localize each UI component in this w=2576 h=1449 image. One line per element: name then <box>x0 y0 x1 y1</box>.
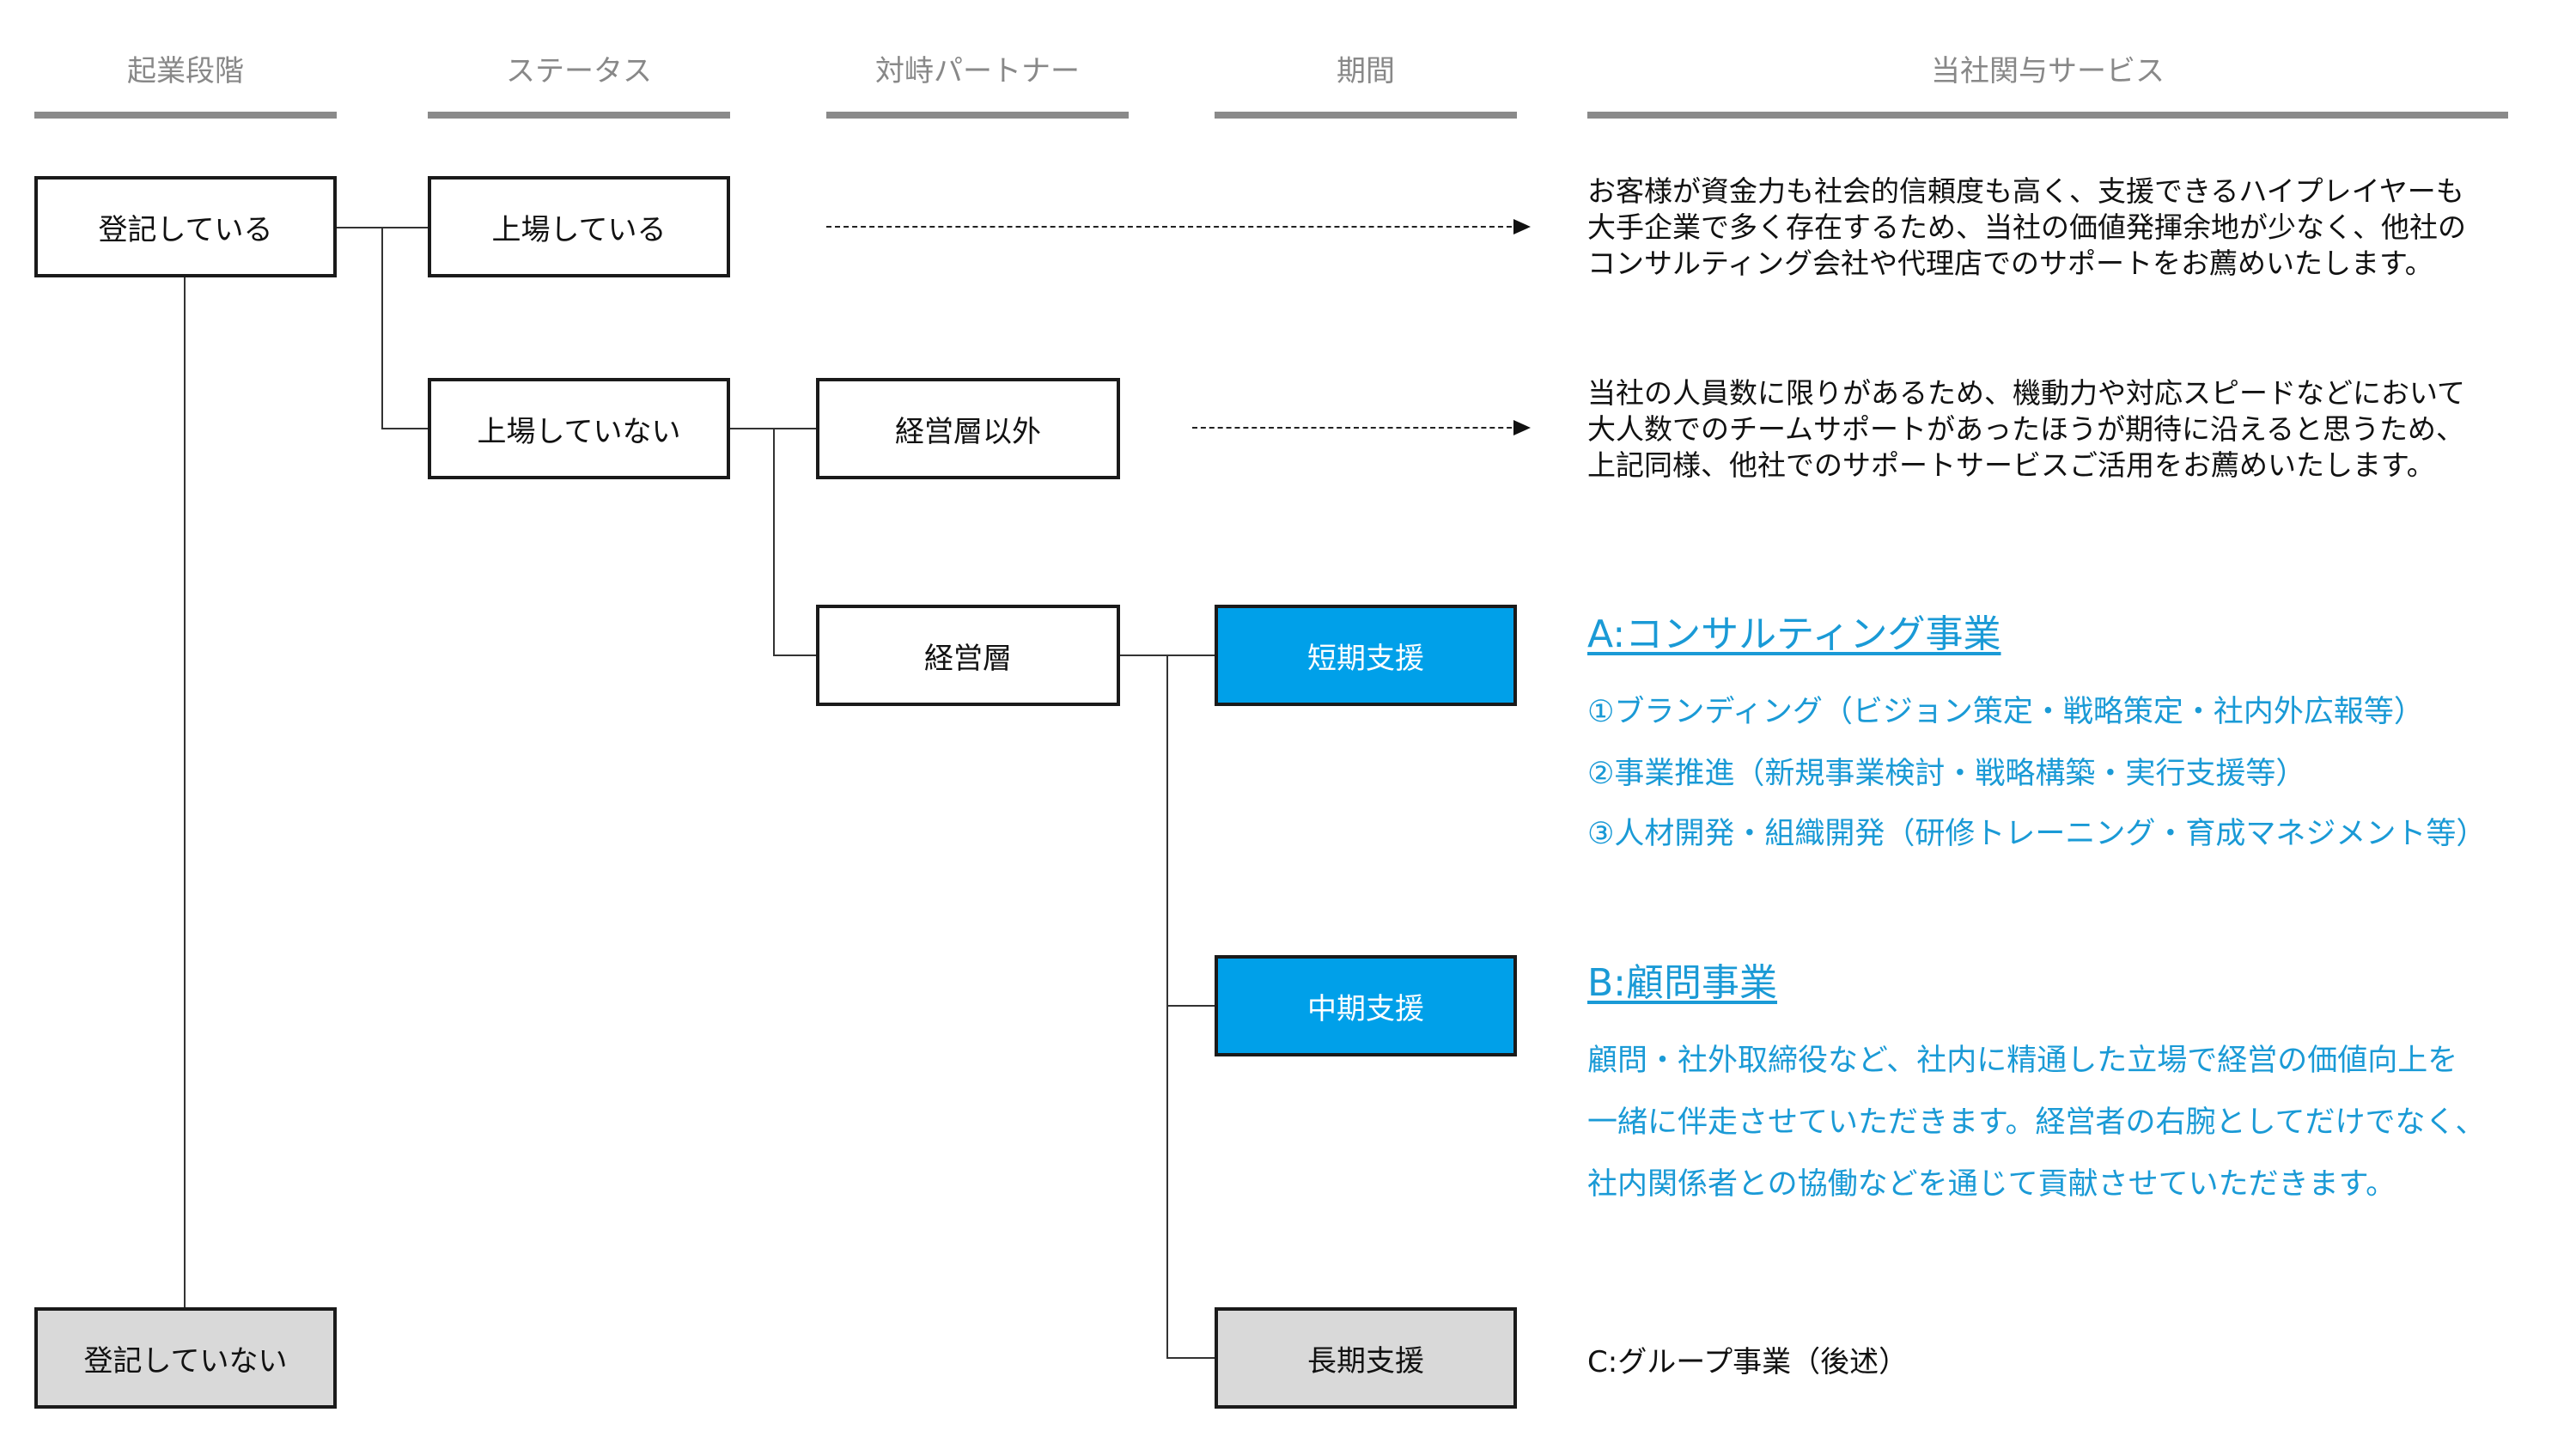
service-c-title: C:グループ事業（後述） <box>1587 1345 1909 1379</box>
box-short-term-label: 短期支援 <box>1307 641 1424 676</box>
header-stage: 起業段階 <box>34 50 337 119</box>
header-period: 期間 <box>1215 50 1517 119</box>
box-not-registered-label: 登記していない <box>83 1343 288 1379</box>
box-management: 経営層 <box>816 605 1120 706</box>
description-line: 上記同様、他社でのサポートサービスご活用をお薦めいたします。 <box>1587 448 2435 482</box>
box-registered: 登記している <box>34 176 337 277</box>
arrow-non-management-dashed <box>1192 427 1520 429</box>
connector-status-vertical <box>381 227 383 429</box>
service-b-line: 一緒に伴走させていただきます。経営者の右腕としてだけでなく、 <box>1587 1105 2486 1140</box>
description-line: コンサルティング会社や代理店でのサポートをお薦めいたします。 <box>1587 247 2433 280</box>
description-line: 大手企業で多く存在するため、当社の価値発揮余地が少なく、他社の <box>1587 210 2466 244</box>
box-mid-term: 中期支援 <box>1215 955 1517 1056</box>
box-listed: 上場している <box>428 176 730 277</box>
service-b-line: 社内関係者との協働などを通じて貢献させていただきます。 <box>1587 1167 2396 1202</box>
box-not-listed-label: 上場していない <box>477 414 681 449</box>
box-long-term: 長期支援 <box>1215 1307 1517 1409</box>
service-a-item: ③人材開発・組織開発（研修トレーニング・育成マネジメント等） <box>1587 817 2487 851</box>
box-not-listed: 上場していない <box>428 378 730 479</box>
box-management-label: 経営層 <box>924 641 1012 676</box>
service-b-line: 顧問・社外取締役など、社内に精通した立場で経営の価値向上を <box>1587 1044 2458 1078</box>
box-short-term: 短期支援 <box>1215 605 1517 706</box>
arrowhead-icon <box>1513 420 1531 435</box>
box-not-registered: 登記していない <box>34 1307 337 1409</box>
arrow-listed-dashed <box>826 226 1520 228</box>
service-a-title-link[interactable]: A:コンサルティング事業 <box>1587 612 2001 656</box>
header-service: 当社関与サービス <box>1587 50 2508 119</box>
service-a-item: ①ブランディング（ビジョン策定・戦略策定・社内外広報等） <box>1587 695 2424 729</box>
header-status: ステータス <box>428 50 730 119</box>
description-line: 当社の人員数に限りがあるため、機動力や対応スピードなどにおいて <box>1587 376 2466 410</box>
connector-to-mid-term <box>1166 1005 1215 1007</box>
service-a-item: ②事業推進（新規事業検討・戦略構築・実行支援等） <box>1587 757 2306 791</box>
header-rule <box>1215 112 1517 119</box>
box-long-term-label: 長期支援 <box>1307 1343 1424 1379</box>
connector-stage-vertical <box>184 277 186 1310</box>
header-rule <box>826 112 1129 119</box>
header-period-label: 期間 <box>1337 54 1395 88</box>
description-line: 大人数でのチームサポートがあったほうが期待に沿えると思うため、 <box>1587 412 2465 446</box>
description-non-management: 当社の人員数に限りがあるため、機動力や対応スピードなどにおいて 大人数でのチーム… <box>1587 375 2465 484</box>
header-rule <box>428 112 730 119</box>
box-listed-label: 上場している <box>491 212 667 247</box>
connector-partner-vertical <box>773 428 775 656</box>
description-line: お客様が資金力も社会的信頼度も高く、支援できるハイプレイヤーも <box>1587 174 2464 208</box>
connector-to-long-term <box>1166 1357 1215 1359</box>
connector-to-not-listed <box>381 428 428 429</box>
header-stage-label: 起業段階 <box>127 54 244 88</box>
header-rule <box>34 112 337 119</box>
box-mid-term-label: 中期支援 <box>1307 991 1424 1026</box>
header-service-label: 当社関与サービス <box>1931 54 2165 88</box>
box-non-management-label: 経営層以外 <box>895 414 1041 449</box>
box-non-management: 経営層以外 <box>816 378 1120 479</box>
description-listed: お客様が資金力も社会的信頼度も高く、支援できるハイプレイヤーも 大手企業で多く存… <box>1587 174 2466 282</box>
box-registered-label: 登記している <box>98 212 273 247</box>
connector-period-vertical <box>1166 654 1168 1359</box>
header-partner: 対峙パートナー <box>826 50 1129 119</box>
header-rule <box>1587 112 2508 119</box>
arrowhead-icon <box>1513 219 1531 234</box>
header-status-label: ステータス <box>506 54 652 88</box>
connector-to-management <box>773 654 816 656</box>
header-partner-label: 対峙パートナー <box>875 54 1080 88</box>
service-b-title-link[interactable]: B:顧問事業 <box>1587 961 1778 1005</box>
